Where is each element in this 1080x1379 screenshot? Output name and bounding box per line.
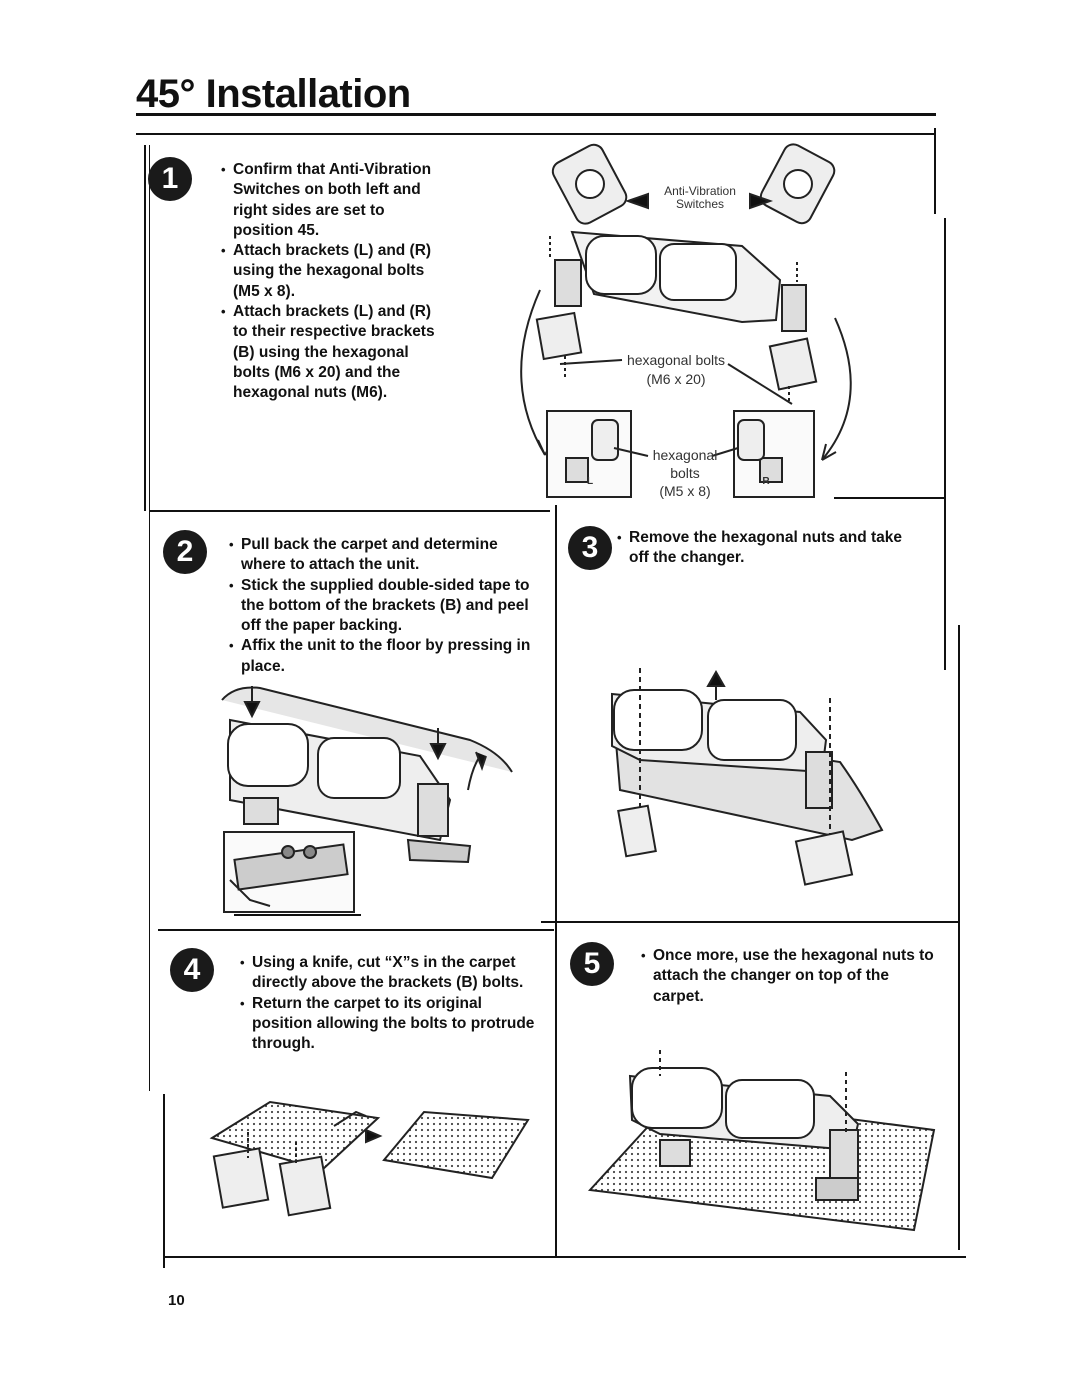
step-5-instructions: Once more, use the hexagonal nuts to att…	[641, 946, 941, 1007]
step2-figure-underline	[234, 914, 361, 916]
center-divider	[555, 505, 557, 1258]
step1-bottom-rule-right	[834, 497, 946, 499]
page-title: 45° Installation	[136, 72, 411, 116]
step1-bottom-rule	[150, 510, 550, 512]
hex-bolts-m6-label-line2: (M6 x 20)	[646, 371, 706, 387]
anti-vibration-label-line2: Switches	[675, 197, 725, 211]
bracket-right-mark: R	[762, 476, 770, 487]
step-1-badge: 1	[148, 157, 192, 201]
hex-bolts-m6-label-line1: hexagonal bolts	[626, 352, 726, 368]
middle-horizontal-rule-right	[541, 921, 959, 923]
step-3-badge: 3	[568, 526, 612, 570]
right-frame-line-lower	[958, 625, 960, 1250]
middle-horizontal-rule-left	[158, 929, 554, 931]
page-number: 10	[168, 1292, 185, 1309]
step-2-instructions: Pull back the carpet and determine where…	[229, 535, 534, 677]
right-frame-line	[944, 218, 946, 670]
step-5-badge: 5	[570, 942, 614, 986]
step-4-badge: 4	[170, 948, 214, 992]
step-1-bullet: Confirm that Anti-Vibration Switches on …	[221, 160, 441, 241]
step-2-badge: 2	[163, 530, 207, 574]
step-4-instructions: Using a knife, cut “X”s in the carpet di…	[240, 953, 540, 1054]
title-underline	[136, 113, 936, 116]
step-3-bullet: Remove the hexagonal nuts and take off t…	[617, 528, 907, 569]
left-frame-line-3	[163, 1094, 165, 1268]
hex-bolts-m5-label-line3: (M5 x 8)	[659, 483, 711, 499]
step-1-bullet: Attach brackets (L) and (R) using the he…	[221, 241, 441, 302]
step-2-bullet: Stick the supplied double-sided tape to …	[229, 576, 534, 637]
top-rule	[136, 133, 936, 135]
hex-bolts-m5-label-line1: hexagonal	[652, 447, 718, 463]
step-4-bullet: Return the carpet to its original positi…	[240, 994, 540, 1055]
right-tick-top	[934, 128, 936, 214]
step-1-bullet: Attach brackets (L) and (R) to their res…	[221, 302, 441, 403]
left-frame-line-1	[144, 145, 146, 511]
bracket-left-mark: L	[586, 476, 594, 487]
step-3-instructions: Remove the hexagonal nuts and take off t…	[617, 528, 907, 569]
left-frame-line-2	[149, 145, 150, 1091]
hex-bolts-m5-label-line2: bolts	[670, 465, 700, 481]
step-4-bullet: Using a knife, cut “X”s in the carpet di…	[240, 953, 540, 994]
anti-vibration-label-line1: Anti-Vibration	[664, 184, 736, 198]
step-5-bullet: Once more, use the hexagonal nuts to att…	[641, 946, 941, 1007]
step-2-bullet: Pull back the carpet and determine where…	[229, 535, 534, 576]
step-2-bullet: Affix the unit to the floor by pressing …	[229, 636, 534, 677]
bottom-rule	[164, 1256, 966, 1258]
step-1-instructions: Confirm that Anti-Vibration Switches on …	[221, 160, 441, 404]
